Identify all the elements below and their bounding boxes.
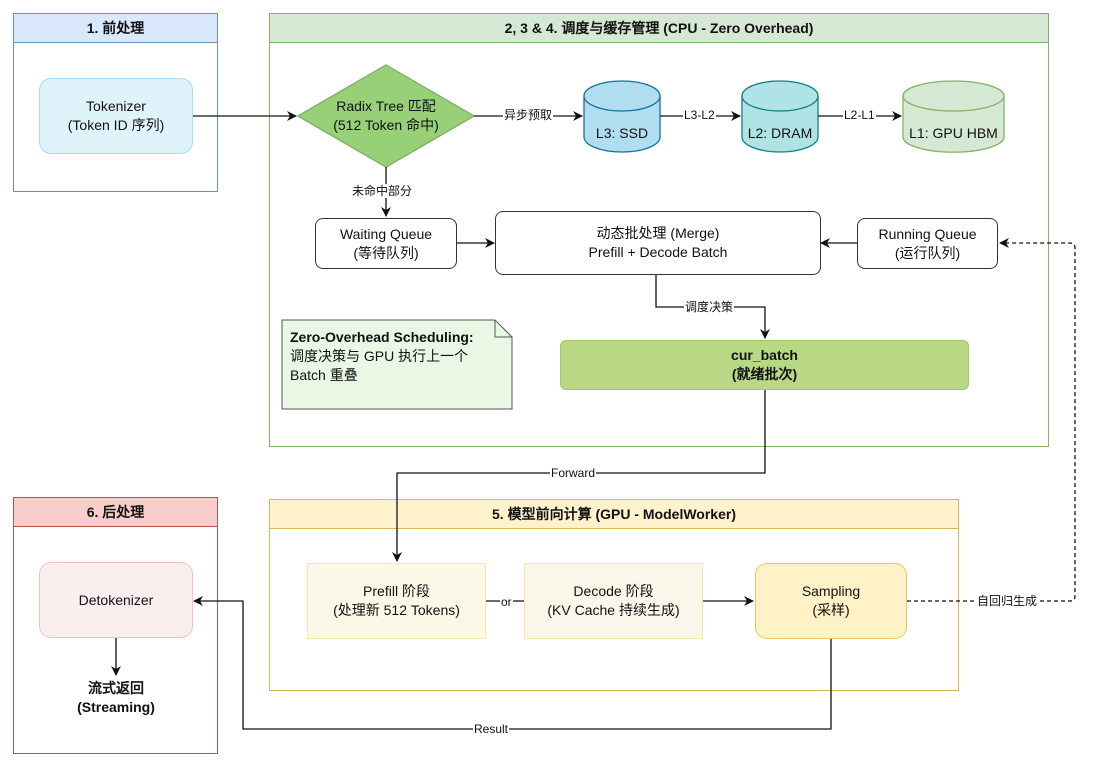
waiting-label: Waiting Queue xyxy=(339,225,433,242)
sampling-node[interactable]: Sampling (采样) xyxy=(755,563,907,639)
streaming-sublabel: (Streaming) xyxy=(77,699,155,715)
decode-node[interactable]: Decode 阶段 (KV Cache 持续生成) xyxy=(524,563,703,639)
container-postprocess-title: 6. 后处理 xyxy=(14,498,217,527)
prefill-sublabel: (处理新 512 Tokens) xyxy=(333,602,460,618)
prefill-label: Prefill 阶段 xyxy=(363,583,430,599)
sampling-sublabel: (采样) xyxy=(812,602,850,618)
radix-label: Radix Tree 匹配 xyxy=(336,98,436,114)
cur-batch-label: cur_batch xyxy=(731,347,798,363)
cur-batch-sublabel: (就绪批次) xyxy=(731,366,798,382)
running-label: Running Queue xyxy=(878,225,977,242)
edge-label-or: or xyxy=(500,595,513,609)
merge-node[interactable]: 动态批处理 (Merge) Prefill + Decode Batch xyxy=(495,211,821,275)
l1-label: L1: GPU HBM xyxy=(909,124,998,141)
l3-cylinder-shape xyxy=(583,80,661,153)
container-scheduler: 2, 3 & 4. 调度与缓存管理 (CPU - Zero Overhead) xyxy=(269,13,1049,447)
container-preprocess: 1. 前处理 xyxy=(13,13,218,192)
l2-label: L2: DRAM xyxy=(747,124,813,141)
tokenizer-label: Tokenizer xyxy=(86,98,146,114)
running-queue-node[interactable]: Running Queue (运行队列) xyxy=(857,218,998,269)
l1-hbm-node[interactable]: L1: GPU HBM xyxy=(903,118,1004,148)
edge-label-forward: Forward xyxy=(550,466,597,480)
container-postprocess: 6. 后处理 xyxy=(13,497,218,754)
merge-sublabel: Prefill + Decode Batch xyxy=(588,244,728,260)
waiting-queue-node[interactable]: Waiting Queue (等待队列) xyxy=(315,218,457,269)
running-sublabel: (运行队列) xyxy=(894,244,961,261)
edge-label-prefetch: 异步预取 xyxy=(503,108,554,122)
cur-batch-node[interactable]: cur_batch (就绪批次) xyxy=(560,340,969,390)
l2-dram-node[interactable]: L2: DRAM xyxy=(742,118,818,148)
edge-label-decision: 调度决策 xyxy=(684,300,735,314)
decode-sublabel: (KV Cache 持续生成) xyxy=(547,602,680,618)
edge-label-l3-l2: L3-L2 xyxy=(683,108,716,122)
detokenizer-label: Detokenizer xyxy=(78,591,154,608)
l1-cylinder-shape xyxy=(902,80,1005,153)
edge-label-miss: 未命中部分 xyxy=(351,184,414,198)
radix-sublabel: (512 Token 命中) xyxy=(333,117,439,133)
tokenizer-sublabel: (Token ID 序列) xyxy=(67,117,165,133)
detokenizer-node[interactable]: Detokenizer xyxy=(39,562,193,638)
note-title: Zero-Overhead Scheduling: xyxy=(290,329,474,345)
container-model-title: 5. 模型前向计算 (GPU - ModelWorker) xyxy=(270,500,958,529)
tokenizer-node[interactable]: Tokenizer (Token ID 序列) xyxy=(39,78,193,154)
edge-result xyxy=(193,596,832,730)
container-model: 5. 模型前向计算 (GPU - ModelWorker) xyxy=(269,499,959,691)
zero-overhead-note: Zero-Overhead Scheduling: 调度决策与 GPU 执行上一… xyxy=(290,328,500,385)
sampling-label: Sampling xyxy=(801,583,861,599)
note-body: 调度决策与 GPU 执行上一个 Batch 重叠 xyxy=(290,348,469,383)
l3-ssd-node[interactable]: L3: SSD xyxy=(584,118,660,148)
edge-autoregressive xyxy=(907,238,1076,602)
radix-tree-node[interactable]: Radix Tree 匹配 (512 Token 命中) xyxy=(318,92,454,140)
edge-label-l2-l1: L2-L1 xyxy=(843,108,876,122)
l3-label: L3: SSD xyxy=(595,124,649,141)
decode-label: Decode 阶段 xyxy=(573,583,654,599)
edge-label-autoregressive: 自回归生成 xyxy=(976,594,1039,608)
container-scheduler-title: 2, 3 & 4. 调度与缓存管理 (CPU - Zero Overhead) xyxy=(270,14,1048,43)
l2-cylinder-shape xyxy=(741,80,819,153)
container-preprocess-title: 1. 前处理 xyxy=(14,14,217,43)
edge-label-result: Result xyxy=(473,722,510,736)
prefill-node[interactable]: Prefill 阶段 (处理新 512 Tokens) xyxy=(307,563,486,639)
streaming-output: 流式返回 (Streaming) xyxy=(50,678,182,718)
note-shape xyxy=(281,319,513,410)
streaming-label: 流式返回 xyxy=(88,680,144,696)
waiting-sublabel: (等待队列) xyxy=(353,244,419,261)
merge-label: 动态批处理 (Merge) xyxy=(596,225,720,241)
